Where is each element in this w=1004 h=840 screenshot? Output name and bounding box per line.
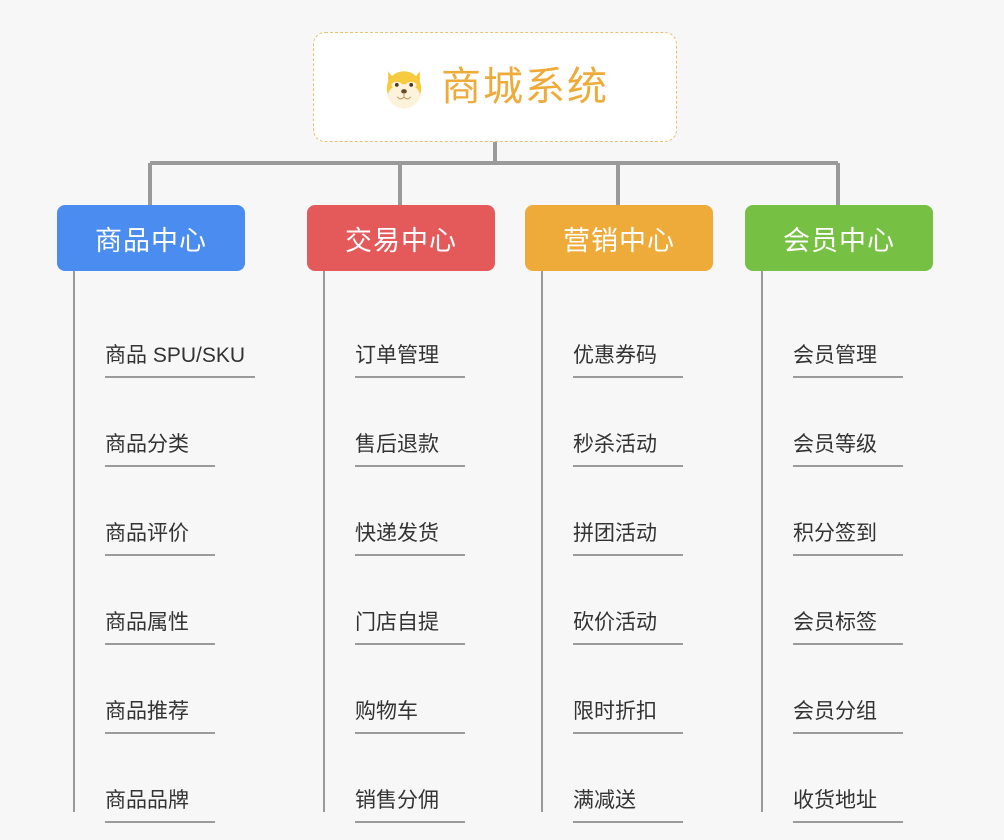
list-item[interactable]: 积分签到 <box>793 467 933 556</box>
list-item-label: 会员标签 <box>793 606 903 645</box>
list-item[interactable]: 砍价活动 <box>573 556 713 645</box>
branch-items-2: 优惠券码 秒杀活动 拼团活动 砍价活动 限时折扣 满减送 <box>541 271 713 823</box>
list-item-label: 优惠券码 <box>573 339 683 378</box>
branch-column-1: 交易中心 订单管理 售后退款 快递发货 门店自提 购物车 销售分佣 <box>307 205 495 823</box>
branch-items-1: 订单管理 售后退款 快递发货 门店自提 购物车 销售分佣 <box>323 271 495 823</box>
shiba-dog-face-icon <box>386 71 422 109</box>
list-item[interactable]: 商品推荐 <box>105 645 245 734</box>
list-item-label: 秒杀活动 <box>573 428 683 467</box>
list-item[interactable]: 收货地址 <box>793 734 933 823</box>
list-item[interactable]: 商品 SPU/SKU <box>105 289 255 378</box>
list-item[interactable]: 商品属性 <box>105 556 245 645</box>
list-item[interactable]: 订单管理 <box>355 289 495 378</box>
branch-head-2[interactable]: 营销中心 <box>525 205 713 271</box>
branch-spine-1 <box>323 271 325 812</box>
list-item-label: 购物车 <box>355 695 465 734</box>
list-item-label: 收货地址 <box>793 784 903 823</box>
list-item[interactable]: 商品评价 <box>105 467 245 556</box>
list-item[interactable]: 秒杀活动 <box>573 378 713 467</box>
list-item-label: 积分签到 <box>793 517 903 556</box>
branch-head-0[interactable]: 商品中心 <box>57 205 245 271</box>
list-item-label: 商品属性 <box>105 606 215 645</box>
list-item[interactable]: 会员标签 <box>793 556 933 645</box>
list-item-label: 商品品牌 <box>105 784 215 823</box>
list-item-label: 会员等级 <box>793 428 903 467</box>
list-item[interactable]: 门店自提 <box>355 556 495 645</box>
list-item[interactable]: 会员管理 <box>793 289 933 378</box>
list-item-label: 会员管理 <box>793 339 903 378</box>
list-item[interactable]: 会员分组 <box>793 645 933 734</box>
list-item[interactable]: 快递发货 <box>355 467 495 556</box>
root-node[interactable]: 商城系统 <box>313 32 677 142</box>
branch-spine-0 <box>73 271 75 812</box>
list-item[interactable]: 限时折扣 <box>573 645 713 734</box>
list-item-label: 满减送 <box>573 784 683 823</box>
branch-spine-3 <box>761 271 763 812</box>
list-item-label: 商品推荐 <box>105 695 215 734</box>
branch-items-0: 商品 SPU/SKU 商品分类 商品评价 商品属性 商品推荐 商品品牌 <box>73 271 255 823</box>
branch-head-1[interactable]: 交易中心 <box>307 205 495 271</box>
branch-column-3: 会员中心 会员管理 会员等级 积分签到 会员标签 会员分组 收货地址 <box>745 205 933 823</box>
list-item[interactable]: 拼团活动 <box>573 467 713 556</box>
list-item[interactable]: 优惠券码 <box>573 289 713 378</box>
list-item-label: 商品分类 <box>105 428 215 467</box>
list-item[interactable]: 购物车 <box>355 645 495 734</box>
list-item[interactable]: 商品分类 <box>105 378 245 467</box>
list-item-label: 拼团活动 <box>573 517 683 556</box>
list-item[interactable]: 满减送 <box>573 734 713 823</box>
list-item-label: 限时折扣 <box>573 695 683 734</box>
list-item-label: 会员分组 <box>793 695 903 734</box>
branch-column-2: 营销中心 优惠券码 秒杀活动 拼团活动 砍价活动 限时折扣 满减送 <box>525 205 713 823</box>
branch-head-3[interactable]: 会员中心 <box>745 205 933 271</box>
list-item-label: 门店自提 <box>355 606 465 645</box>
list-item[interactable]: 商品品牌 <box>105 734 245 823</box>
branch-column-0: 商品中心 商品 SPU/SKU 商品分类 商品评价 商品属性 商品推荐 商品品牌 <box>57 205 255 823</box>
list-item-label: 砍价活动 <box>573 606 683 645</box>
list-item-label: 售后退款 <box>355 428 465 467</box>
list-item-label: 快递发货 <box>355 517 465 556</box>
list-item[interactable]: 售后退款 <box>355 378 495 467</box>
branch-spine-2 <box>541 271 543 812</box>
list-item[interactable]: 会员等级 <box>793 378 933 467</box>
branch-items-3: 会员管理 会员等级 积分签到 会员标签 会员分组 收货地址 <box>761 271 933 823</box>
root-title: 商城系统 <box>441 65 609 109</box>
list-item-label: 订单管理 <box>355 339 465 378</box>
list-item-label: 商品评价 <box>105 517 215 556</box>
list-item[interactable]: 销售分佣 <box>355 734 495 823</box>
list-item-label: 商品 SPU/SKU <box>105 339 255 378</box>
list-item-label: 销售分佣 <box>355 784 465 823</box>
